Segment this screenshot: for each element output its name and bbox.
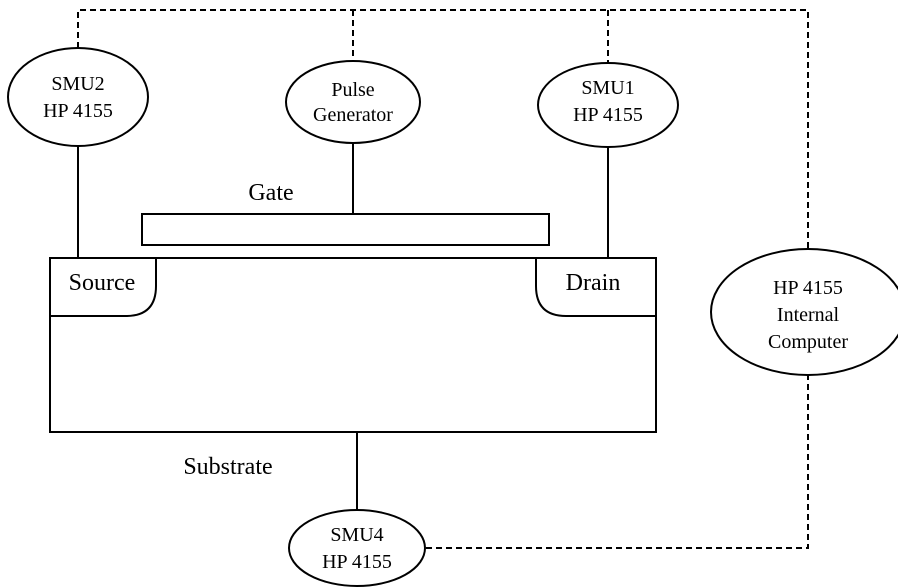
pulse-generator-node bbox=[285, 60, 421, 144]
source-region bbox=[50, 258, 157, 317]
computer-node bbox=[710, 248, 898, 376]
computer-label-line1: HP 4155 bbox=[773, 277, 843, 299]
bus-top-line bbox=[77, 9, 809, 248]
wiring bbox=[77, 143, 609, 510]
gate-label: Gate bbox=[248, 180, 293, 206]
instruments bbox=[7, 47, 898, 587]
smu2-label-line1: SMU2 bbox=[51, 73, 104, 95]
smu4-node bbox=[288, 509, 426, 587]
substrate-body bbox=[49, 257, 657, 433]
gate-electrode bbox=[141, 213, 550, 246]
control-bus bbox=[77, 9, 809, 549]
smu2-label-line2: HP 4155 bbox=[43, 100, 113, 122]
smu4-label-line1: SMU4 bbox=[330, 524, 383, 546]
computer-label-line3: Computer bbox=[768, 331, 848, 353]
pulse-label-line2: Generator bbox=[313, 104, 393, 126]
computer-label-line2: Internal bbox=[777, 304, 840, 326]
drain-label: Drain bbox=[566, 270, 621, 296]
smu4-label-line2: HP 4155 bbox=[322, 551, 392, 573]
pulse-label-line1: Pulse bbox=[331, 79, 374, 101]
substrate-label: Substrate bbox=[183, 454, 272, 480]
smu1-label-line1: SMU1 bbox=[581, 77, 634, 99]
smu2-node bbox=[7, 47, 149, 147]
labels: SMU2 HP 4155 Pulse Generator SMU1 HP 415… bbox=[43, 73, 848, 573]
smu1-label-line2: HP 4155 bbox=[573, 104, 643, 126]
source-label: Source bbox=[69, 270, 136, 296]
smu1-node bbox=[537, 62, 679, 148]
mosfet-device bbox=[49, 213, 657, 433]
bus-computer-to-smu4 bbox=[425, 374, 809, 549]
drain-region bbox=[535, 258, 656, 317]
